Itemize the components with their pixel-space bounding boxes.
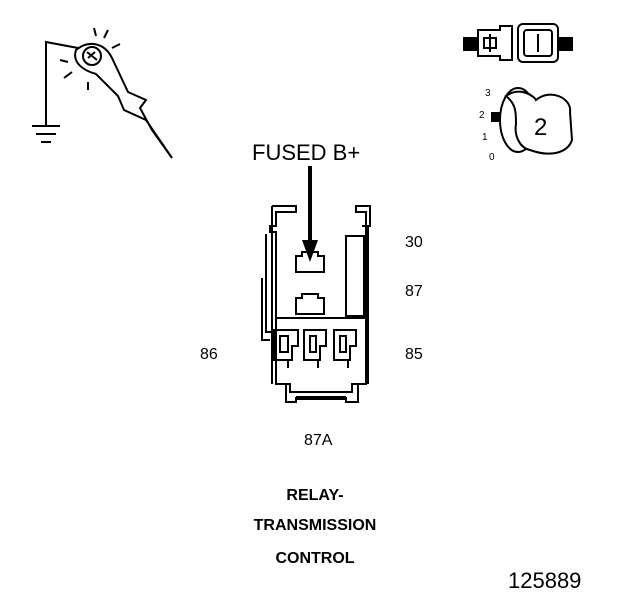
pin-87a-label: 87A xyxy=(304,432,333,449)
pin-87-label: 87 xyxy=(405,283,423,300)
ignition-position-2: 2 xyxy=(479,110,485,121)
ground-symbol-icon xyxy=(32,125,60,143)
figure-number: 125889 xyxy=(508,568,582,593)
fused-b-plus-label: FUSED B+ xyxy=(252,140,361,165)
caption-line-3: CONTROL xyxy=(275,550,355,567)
pin-30-label: 30 xyxy=(405,234,423,251)
test-light-probe-icon xyxy=(45,27,173,159)
pin-86-label: 86 xyxy=(200,346,218,363)
ignition-key-icon xyxy=(491,87,574,155)
caption-line-2: TRANSMISSION xyxy=(253,517,377,534)
ignition-position-1: 1 xyxy=(482,132,488,143)
relay-connector-icon xyxy=(261,205,371,403)
fused-arrow xyxy=(302,166,318,262)
connector-disconnect-icon xyxy=(463,23,573,63)
ignition-position-0: 0 xyxy=(489,152,495,163)
caption-line-1: RELAY- xyxy=(286,487,344,504)
ignition-key-number: 2 xyxy=(534,114,548,141)
ignition-position-3: 3 xyxy=(485,88,491,99)
pin-85-label: 85 xyxy=(405,346,423,363)
